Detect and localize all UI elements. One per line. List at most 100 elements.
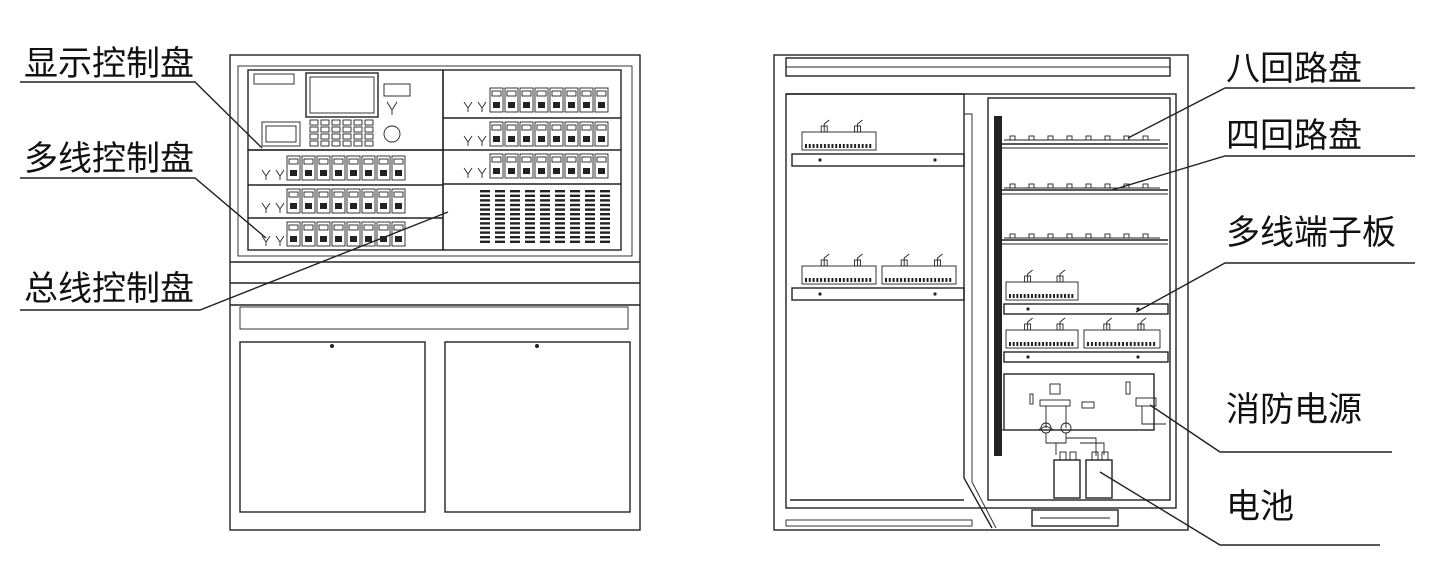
module-cell [519, 121, 534, 147]
nameplate [1031, 509, 1119, 527]
module-cell [316, 155, 331, 181]
module-cell [519, 87, 534, 113]
key [331, 133, 341, 140]
module-cell [564, 87, 579, 113]
key [364, 119, 374, 126]
circuit-board [801, 265, 877, 285]
module-cell [331, 221, 346, 247]
module-cell [316, 221, 331, 247]
key [342, 140, 352, 147]
module-cell [301, 221, 316, 247]
key [353, 140, 363, 147]
circuit-board [1005, 329, 1079, 349]
label-bus-control-panel: 总线控制盘 [24, 269, 194, 309]
module-cell [564, 121, 579, 147]
key [331, 140, 341, 147]
key [309, 133, 319, 140]
module-cell [594, 87, 609, 113]
key [342, 133, 352, 140]
module-cell [534, 153, 549, 179]
module-cell [286, 155, 301, 181]
module-cell [361, 221, 376, 247]
key [320, 140, 330, 147]
key [364, 126, 374, 133]
key [364, 140, 374, 147]
lower-door-right [444, 341, 631, 513]
circuit-board [801, 131, 877, 151]
label-multiline-control-panel: 多线控制盘 [24, 139, 194, 179]
label-fire-power-supply: 消防电源 [1226, 390, 1362, 430]
key [342, 119, 352, 126]
key [320, 126, 330, 133]
module-cell [346, 155, 361, 181]
module-cell [549, 121, 564, 147]
leader-fire-power [1149, 404, 1392, 453]
module-cell [594, 121, 609, 147]
interior-cabinet [773, 54, 1189, 531]
module-cell [549, 87, 564, 113]
module-cell [361, 188, 376, 214]
module-cell [579, 153, 594, 179]
lower-door-left [239, 341, 426, 513]
leader-terminal-board [1135, 262, 1415, 313]
module-cell [346, 221, 361, 247]
leader-lines [20, 81, 1415, 546]
module-cell [519, 153, 534, 179]
module-cell [489, 87, 504, 113]
leader-display-panel [20, 81, 263, 149]
module-cell [594, 153, 609, 179]
key [353, 119, 363, 126]
module-cell [391, 221, 406, 247]
module-cell [376, 188, 391, 214]
circuit-board [881, 265, 957, 285]
key [309, 126, 319, 133]
leader-battery [1099, 471, 1380, 546]
module-cell [286, 221, 301, 247]
module-cell [286, 188, 301, 214]
module-cell [504, 87, 519, 113]
label-multiline-terminal-board: 多线端子板 [1226, 213, 1396, 253]
module-cell [564, 153, 579, 179]
leader-four-loop [1111, 155, 1415, 191]
module-cell [534, 87, 549, 113]
label-battery: 电池 [1226, 487, 1294, 527]
module-cell [361, 155, 376, 181]
key [309, 140, 319, 147]
module-cell [376, 221, 391, 247]
module-cell [489, 121, 504, 147]
label-four-loop-board: 四回路盘 [1226, 116, 1362, 156]
key [353, 133, 363, 140]
module-cell [489, 153, 504, 179]
mounting-rail [994, 116, 1002, 456]
label-eight-loop-board: 八回路盘 [1226, 49, 1362, 89]
label-display-control-panel: 显示控制盘 [24, 44, 194, 84]
key [320, 133, 330, 140]
leader-multiline-panel [20, 177, 267, 239]
module-cell [534, 121, 549, 147]
module-cell [579, 121, 594, 147]
leader-bus-panel [20, 211, 449, 311]
key [342, 126, 352, 133]
terminal-shelf-1 [1003, 303, 1169, 315]
key [364, 133, 374, 140]
bus-control-panel [480, 190, 610, 243]
key [309, 119, 319, 126]
module-cell [346, 188, 361, 214]
terminal-shelf-2 [1003, 351, 1169, 363]
module-cell [376, 155, 391, 181]
module-cell [331, 155, 346, 181]
module-cell [504, 121, 519, 147]
lcd-screen [305, 72, 379, 118]
key [320, 119, 330, 126]
module-cell [331, 188, 346, 214]
key [353, 126, 363, 133]
module-cell [301, 188, 316, 214]
leader-eight-loop [1127, 87, 1415, 139]
front-cabinet [229, 54, 641, 531]
battery-1 [1053, 459, 1081, 499]
module-cell [504, 153, 519, 179]
module-cell [301, 155, 316, 181]
battery-2 [1085, 459, 1113, 499]
module-cell [579, 87, 594, 113]
